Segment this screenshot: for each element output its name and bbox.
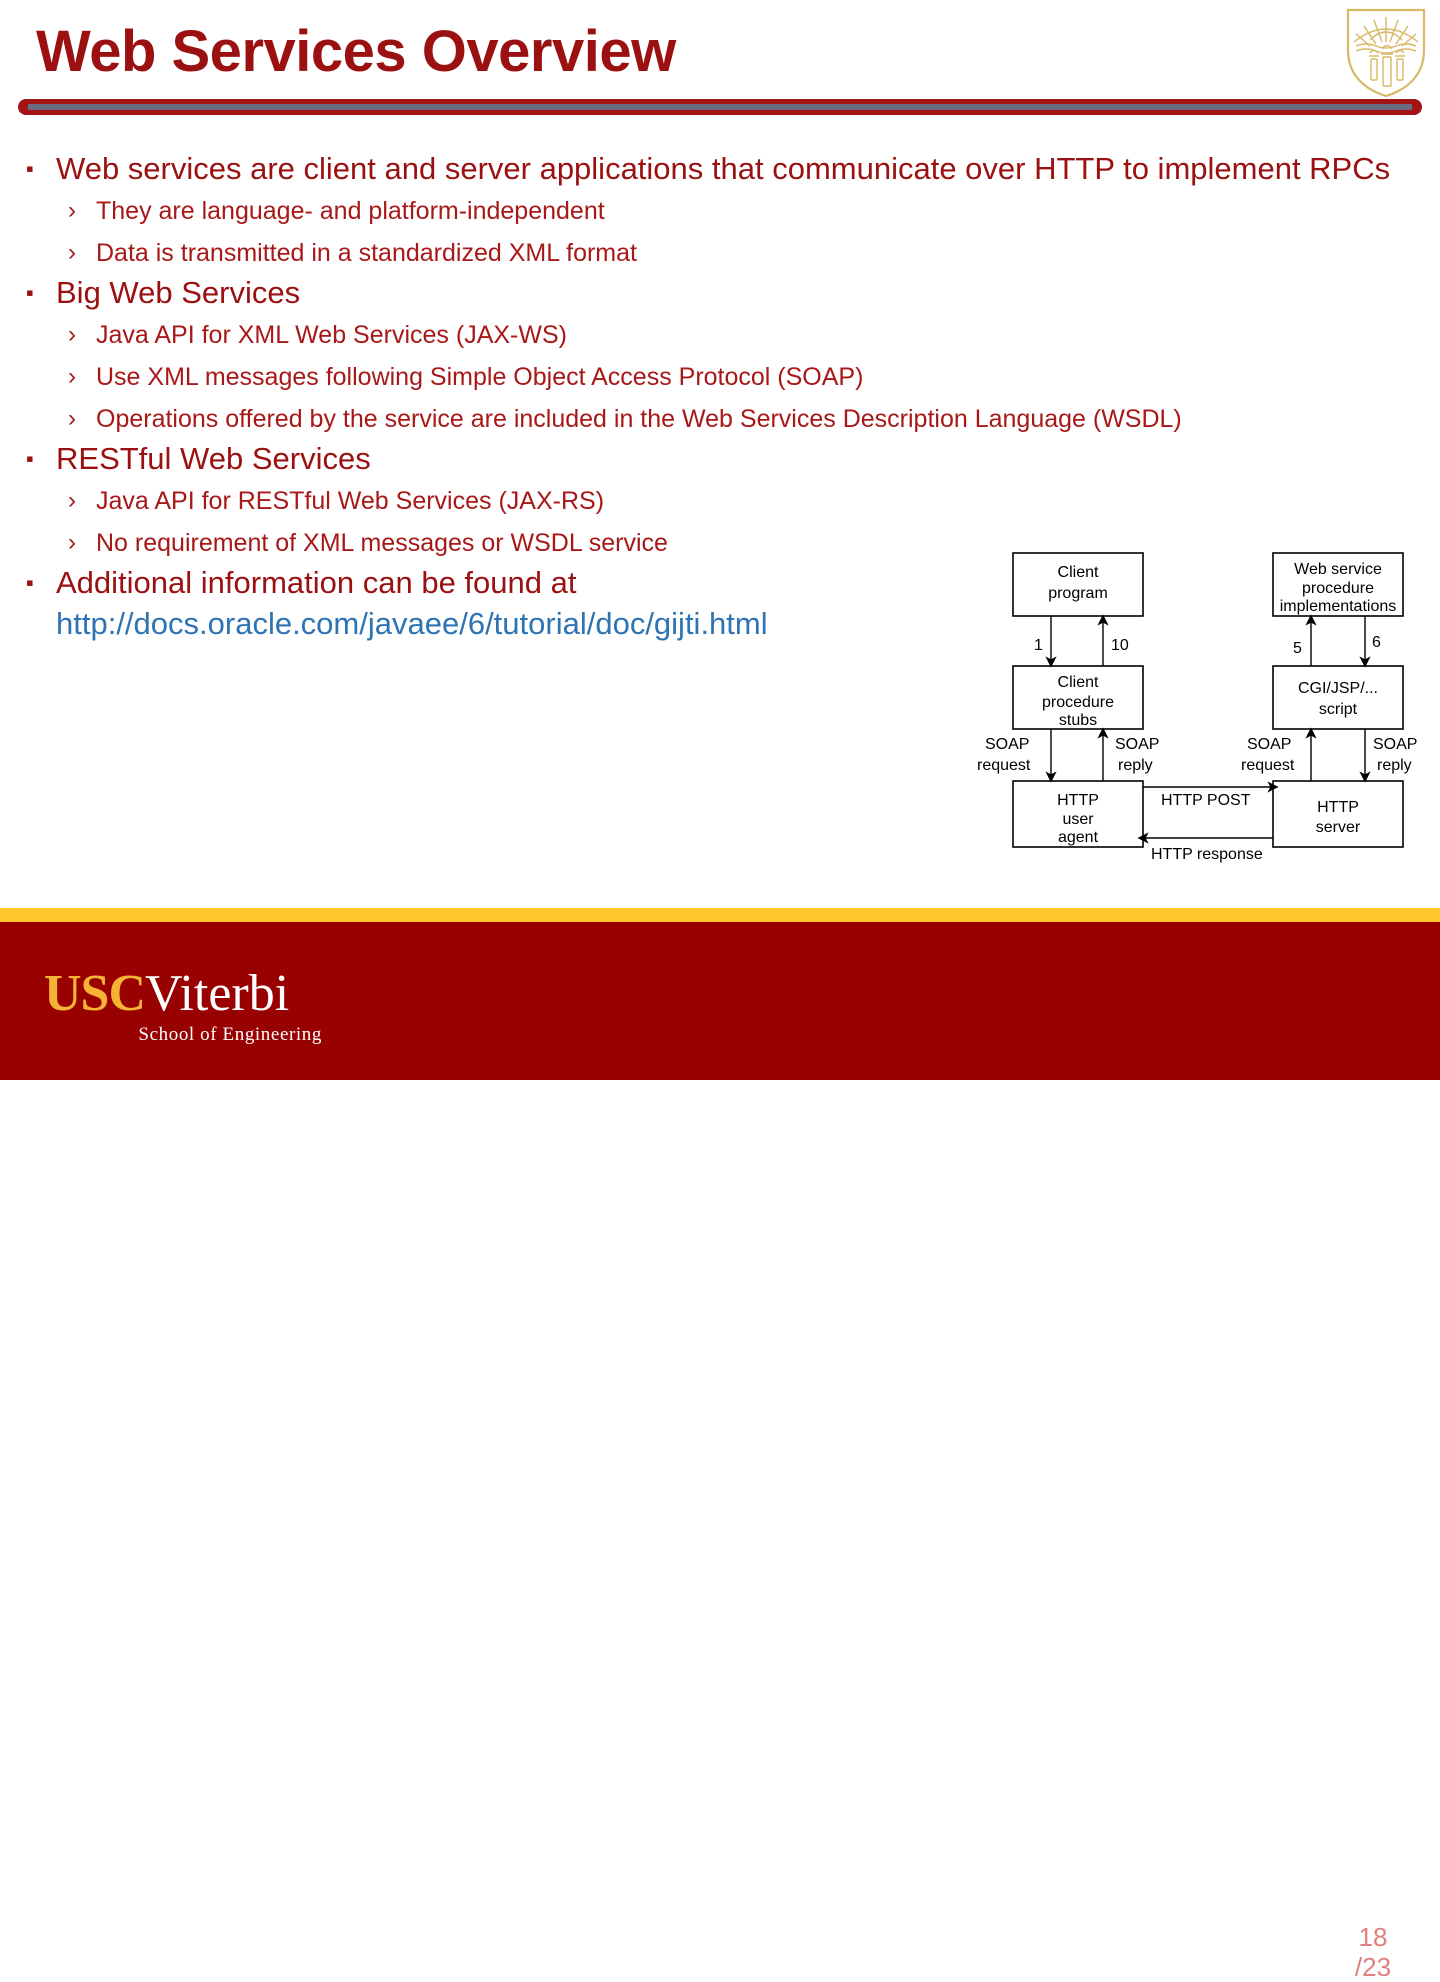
bullet-item-l2: › Data is transmitted in a standardized … xyxy=(20,232,1420,274)
bullet-marker-chevron-icon: › xyxy=(68,239,76,266)
diagram-edge-label: SOAP xyxy=(1247,736,1291,753)
diagram-edge-label: SOAP xyxy=(1373,736,1417,753)
diagram-edge-label: SOAP xyxy=(1115,736,1159,753)
bullet-text: Operations offered by the service are in… xyxy=(96,405,1182,433)
logo-usc-text: USC xyxy=(44,965,146,1022)
page-title: Web Services Overview xyxy=(36,19,676,84)
diagram-box-label: server xyxy=(1316,819,1361,836)
diagram-step-label: 5 xyxy=(1293,640,1302,657)
footer-band: USCViterbi School of Engineering 18 /23 xyxy=(0,922,1440,1982)
bullet-text: Java API for XML Web Services (JAX-WS) xyxy=(96,321,567,349)
diagram-box-label: user xyxy=(1062,811,1094,828)
bullet-marker-chevron-icon: › xyxy=(68,487,76,514)
bullet-text: Big Web Services xyxy=(56,275,301,310)
bullet-list: ▪ Web services are client and server app… xyxy=(20,150,1420,644)
page-number-current: 18 xyxy=(1358,1922,1388,1952)
bullet-item-l2: › Java API for RESTful Web Services (JAX… xyxy=(20,480,1420,522)
usc-shield-icon xyxy=(1340,4,1432,100)
bullet-text: Data is transmitted in a standardized XM… xyxy=(96,239,637,267)
diagram-edge-label: request xyxy=(1241,757,1295,774)
diagram-step-label: 1 xyxy=(1034,637,1043,654)
diagram-box-label: implementations xyxy=(1280,598,1397,615)
bullet-item-l2: › Use XML messages following Simple Obje… xyxy=(20,356,1420,398)
diagram-edge-label: SOAP xyxy=(985,736,1029,753)
bullet-text: Java API for RESTful Web Services (JAX-R… xyxy=(96,487,605,515)
bullet-text: Use XML messages following Simple Object… xyxy=(96,363,864,391)
diagram-box-label: HTTP xyxy=(1057,792,1099,809)
diagram-edge-label: reply xyxy=(1118,757,1153,774)
diagram-edge-label: HTTP response xyxy=(1151,846,1263,863)
oracle-docs-link[interactable]: http://docs.oracle.com/javaee/6/tutorial… xyxy=(56,606,768,641)
bullet-item-l1: ▪ Web services are client and server app… xyxy=(20,150,1420,188)
bullet-marker-chevron-icon: › xyxy=(68,529,76,556)
bullet-item-l1: ▪ RESTful Web Services xyxy=(20,440,1420,478)
diagram-box-label: HTTP xyxy=(1317,799,1359,816)
bullet-text: Web services are client and server appli… xyxy=(56,151,1391,186)
bullet-marker-chevron-icon: › xyxy=(68,197,76,224)
diagram-box-label: script xyxy=(1319,701,1358,718)
diagram-box-label: agent xyxy=(1058,829,1099,846)
usc-viterbi-logo: USCViterbi School of Engineering xyxy=(44,966,344,1056)
gold-accent-bar xyxy=(0,908,1440,922)
bullet-marker-chevron-icon: › xyxy=(68,405,76,432)
diagram-box-label: Client xyxy=(1058,564,1099,581)
bullet-marker-chevron-icon: › xyxy=(68,363,76,390)
diagram-box-label: Web service xyxy=(1294,561,1382,578)
diagram-edge-label: request xyxy=(977,757,1031,774)
diagram-box-label: procedure xyxy=(1302,580,1374,597)
diagram-edge-label: HTTP POST xyxy=(1161,792,1251,809)
logo-viterbi-text: Viterbi xyxy=(145,965,290,1022)
diagram-box-label: program xyxy=(1048,585,1108,602)
soap-rpc-flow-diagram: Client program Client procedure stubs HT… xyxy=(975,535,1440,865)
title-divider-rule xyxy=(18,99,1422,115)
bullet-text: No requirement of XML messages or WSDL s… xyxy=(96,529,668,557)
bullet-text: RESTful Web Services xyxy=(56,441,371,476)
diagram-step-label: 6 xyxy=(1372,634,1381,651)
page-number-total: /23 xyxy=(1354,1952,1392,1982)
bullet-marker-square-icon: ▪ xyxy=(26,280,34,305)
bullet-item-l1: ▪ Big Web Services xyxy=(20,274,1420,312)
bullet-item-l1: ▪ Additional information can be found at xyxy=(20,564,1420,602)
bullet-marker-square-icon: ▪ xyxy=(26,570,34,595)
bullet-marker-chevron-icon: › xyxy=(68,321,76,348)
bullet-item-l2: › No requirement of XML messages or WSDL… xyxy=(20,522,1420,564)
bullet-item-l2: › They are language- and platform-indepe… xyxy=(20,190,1420,232)
bullet-marker-square-icon: ▪ xyxy=(26,156,34,181)
diagram-box-label: stubs xyxy=(1059,712,1097,729)
diagram-edge-label: reply xyxy=(1377,757,1412,774)
bullet-item-l2: › Operations offered by the service are … xyxy=(20,398,1420,440)
logo-wordmark: USCViterbi xyxy=(44,966,344,1022)
bullet-text: They are language- and platform-independ… xyxy=(96,197,605,225)
page-number: 18 /23 xyxy=(1328,1922,1418,1982)
bullet-text: Additional information can be found at xyxy=(56,565,577,600)
diagram-step-label: 10 xyxy=(1111,637,1129,654)
diagram-box-label: CGI/JSP/... xyxy=(1298,680,1378,697)
bullet-marker-square-icon: ▪ xyxy=(26,446,34,471)
logo-subtitle: School of Engineering xyxy=(138,1024,322,1045)
diagram-box-label: Client xyxy=(1058,674,1099,691)
bullet-item-l2: › Java API for XML Web Services (JAX-WS) xyxy=(20,314,1420,356)
diagram-box-label: procedure xyxy=(1042,694,1114,711)
